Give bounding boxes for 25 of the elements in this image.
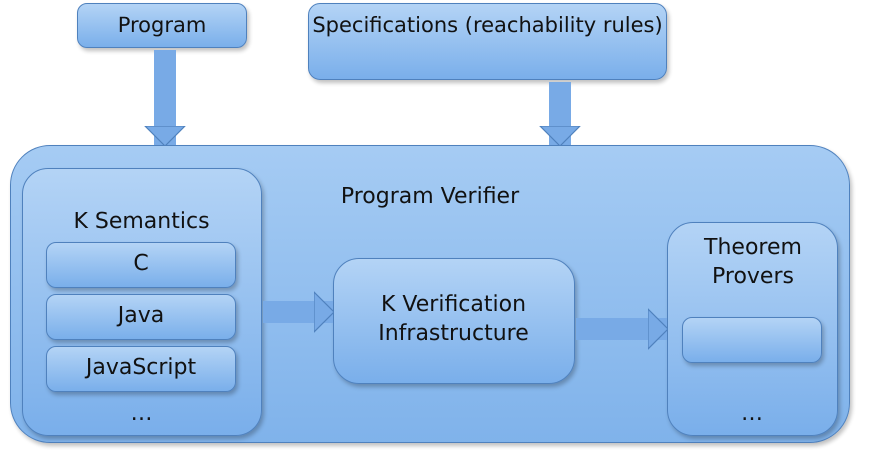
- node-label: Program: [116, 12, 208, 40]
- box-shape: [682, 317, 822, 363]
- node-label: C: [132, 250, 150, 278]
- block-arrow: [263, 291, 335, 333]
- node-label: JavaScript: [84, 354, 198, 382]
- node-label: Specifications (reachability rules): [311, 12, 664, 40]
- process-box: [666, 222, 838, 436]
- ellipsis-text: …: [130, 400, 154, 428]
- process-box: [46, 242, 236, 288]
- process-box: [46, 294, 236, 340]
- container-box: [10, 145, 850, 443]
- process-box: [332, 258, 574, 384]
- process-box: [77, 3, 247, 48]
- node-label: K Verification Infrastructure: [377, 291, 530, 348]
- block-arrow: [144, 50, 186, 147]
- process-box: [22, 168, 262, 436]
- node-label: Program Verifier: [340, 182, 520, 211]
- process-box: [308, 3, 667, 80]
- block-arrow: [539, 82, 581, 147]
- process-box: [46, 346, 236, 392]
- node-label: Java: [116, 302, 166, 330]
- ellipsis-text: …: [740, 400, 764, 428]
- node-label: K Semantics: [72, 208, 211, 236]
- node-label: Theorem Provers: [703, 234, 803, 290]
- block-arrow: [576, 308, 669, 350]
